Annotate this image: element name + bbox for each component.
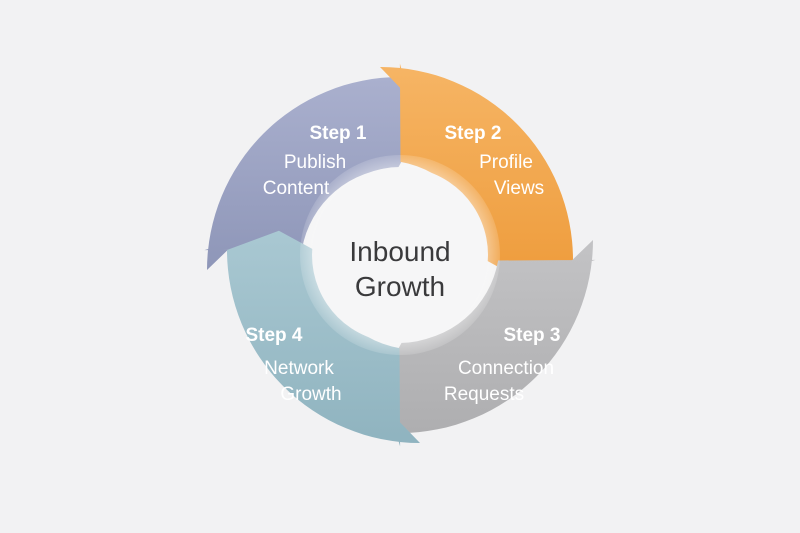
step-4-line2: Growth — [280, 384, 341, 405]
step-2-segment — [380, 63, 573, 280]
step-3-line1: Connection — [458, 358, 554, 379]
center-title-line1: Inbound — [349, 236, 450, 267]
step-4-line1: Network — [264, 358, 334, 379]
step-2-title: Step 2 — [444, 123, 501, 144]
step-1-segment — [204, 77, 420, 270]
step-3-title: Step 3 — [503, 325, 560, 346]
step-1-title: Step 1 — [309, 123, 366, 144]
step-2-line2: Views — [494, 178, 544, 199]
step-1-line1: Publish — [284, 152, 346, 173]
center-title-line2: Growth — [355, 271, 445, 302]
hub-circle — [312, 167, 488, 343]
step-4-title: Step 4 — [245, 325, 302, 346]
step-2-line1: Profile — [479, 152, 533, 173]
step-3-segment — [380, 240, 596, 433]
step-4-segment — [227, 230, 420, 447]
step-3-line2: Requests — [444, 384, 524, 405]
step-1-line2: Content — [263, 178, 330, 199]
